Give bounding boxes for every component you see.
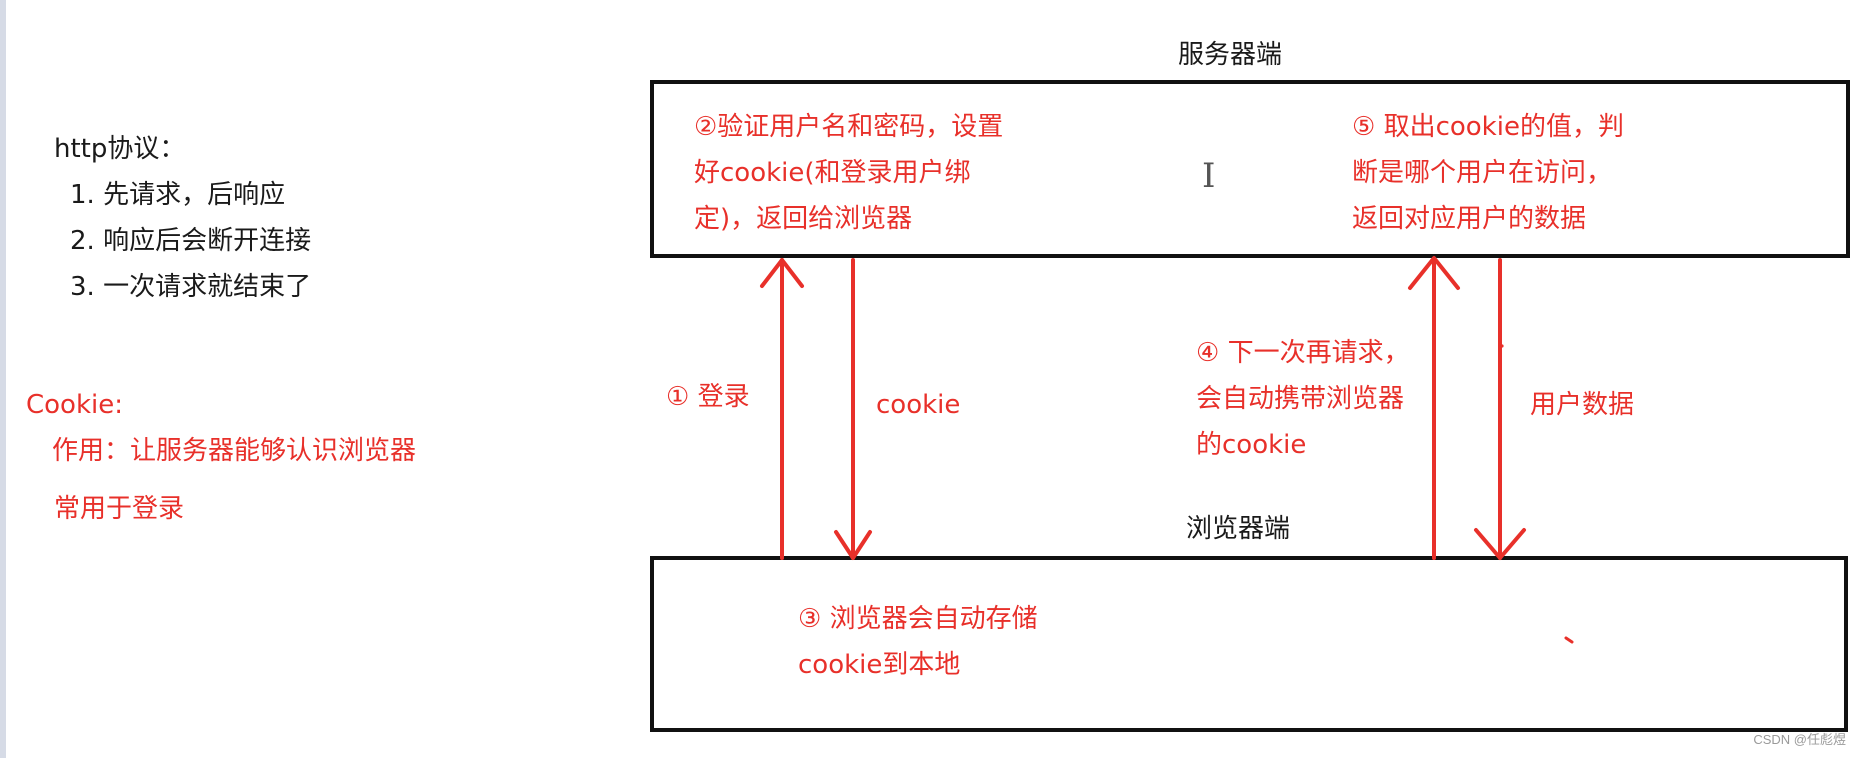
arrow-label-cookie: cookie: [876, 390, 961, 420]
arrow-label-user-data: 用户数据: [1530, 390, 1635, 420]
http-point-3: 3. 一次请求就结束了: [70, 272, 312, 302]
server-note-right-line-3: 返回对应用户的数据: [1352, 204, 1587, 234]
text-cursor-icon: Ι: [1202, 156, 1216, 196]
watermark: CSDN @任彪煜: [1753, 732, 1846, 747]
browser-label: 浏览器端: [1186, 514, 1291, 544]
arrow-next-request-up: [1408, 256, 1460, 560]
browser-note-line-2: cookie到本地: [798, 650, 961, 680]
arrow-label-login: ① 登录: [666, 382, 750, 412]
arrow-label-next-request-line-2: 会自动携带浏览器: [1196, 384, 1405, 414]
arrow-label-next-request-line-1: ④ 下一次再请求，: [1196, 338, 1410, 368]
server-note-left-line-2: 好cookie(和登录用户绑: [694, 158, 971, 188]
arrow-label-next-request: ④ 下一次再请求， 会自动携带浏览器 的cookie: [1196, 330, 1410, 468]
server-note-right-line-2: 断是哪个用户在访问，: [1352, 158, 1613, 188]
browser-note: ③ 浏览器会自动存储 cookie到本地: [798, 596, 1038, 688]
cookie-purpose: 作用：让服务器能够认识浏览器: [52, 436, 417, 466]
http-point-2: 2. 响应后会断开连接: [70, 226, 312, 256]
stray-mark-1: [851, 298, 855, 302]
http-point-1: 1. 先请求，后响应: [70, 180, 286, 210]
server-note-left-line-1: ②验证用户名和密码，设置: [694, 112, 1004, 142]
stray-mark-2: [1500, 344, 1504, 348]
arrow-user-data-down: [1474, 258, 1526, 560]
arrow-cookie-down: [834, 258, 872, 560]
server-label: 服务器端: [1178, 40, 1283, 70]
server-note-right: ⑤ 取出cookie的值，判 断是哪个用户在访问， 返回对应用户的数据: [1352, 104, 1624, 242]
cookie-title: Cookie:: [26, 390, 124, 420]
server-box: [650, 80, 1850, 258]
server-note-right-line-1: ⑤ 取出cookie的值，判: [1352, 112, 1624, 142]
browser-box: [650, 556, 1848, 732]
stray-mark-3: [1564, 636, 1574, 644]
arrow-login-up: [760, 258, 804, 560]
arrow-label-next-request-line-3: 的cookie: [1196, 430, 1307, 460]
left-edge-strip: [0, 0, 6, 758]
browser-note-line-1: ③ 浏览器会自动存储: [798, 604, 1038, 634]
http-protocol-title: http协议：: [54, 134, 186, 164]
cookie-usage: 常用于登录: [54, 494, 185, 524]
server-note-left-line-3: 定)，返回给浏览器: [694, 204, 913, 234]
server-note-left: ②验证用户名和密码，设置 好cookie(和登录用户绑 定)，返回给浏览器: [694, 104, 1003, 242]
